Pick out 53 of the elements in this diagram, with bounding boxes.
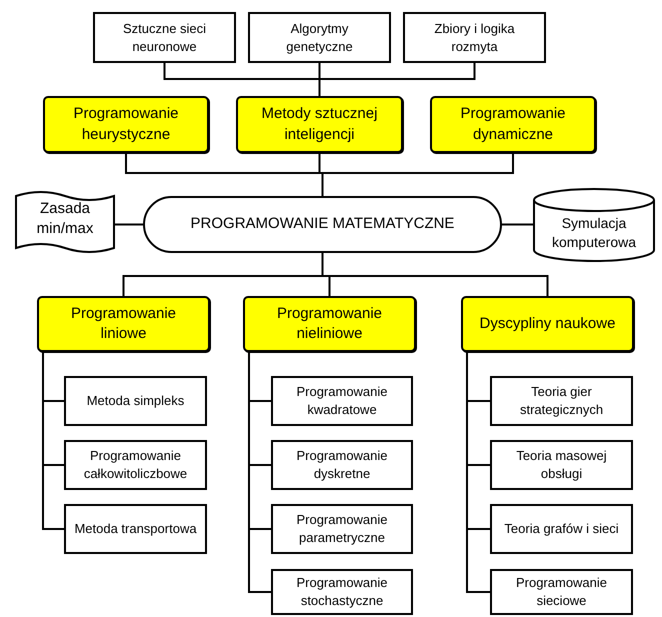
node-label: Symulacja komputerowa <box>550 214 638 252</box>
node-label: Teoria gier strategicznych <box>518 383 604 419</box>
node-label: Programowanie liniowe <box>70 304 178 344</box>
node-label: Programowanie stochastyczne <box>295 574 389 610</box>
category-box <box>430 96 596 153</box>
connector-line <box>322 253 548 296</box>
topic-box <box>64 440 207 490</box>
topic-box <box>490 569 633 615</box>
node-label: Programowanie parametryczne <box>295 511 389 547</box>
node-label: Programowanie sieciowe <box>514 574 608 610</box>
topic-box <box>271 569 413 615</box>
topic-box <box>490 504 633 554</box>
connector-line <box>318 63 476 96</box>
connector-line <box>42 352 64 530</box>
topic-box <box>248 12 391 63</box>
connector-line <box>466 352 490 593</box>
category-box <box>461 296 634 352</box>
topic-box <box>93 12 236 63</box>
cylinder-shape <box>533 188 655 262</box>
connector-line <box>248 352 271 593</box>
topic-box <box>490 440 633 490</box>
node-label: Dyscypliny naukowe <box>480 314 616 334</box>
node-label: Zbiory i logika rozmyta <box>433 20 516 56</box>
node-label: Zasada min/max <box>36 198 94 239</box>
topic-box <box>64 504 207 554</box>
node-label: Programowanie dynamiczne <box>459 104 567 144</box>
node-label: Algorytmy genetyczne <box>285 20 354 56</box>
node-label: Programowanie kwadratowe <box>295 383 389 419</box>
topic-box <box>271 376 413 426</box>
category-box <box>243 296 416 352</box>
node-label: Programowanie całkowitoliczbowe <box>82 447 188 483</box>
topic-box <box>64 376 207 426</box>
topic-box <box>403 12 546 63</box>
node-label: Sztuczne sieci neuronowe <box>122 20 208 56</box>
category-box <box>37 296 210 352</box>
category-box <box>236 96 403 153</box>
node-label: Metoda simpleks <box>86 392 184 410</box>
topic-box <box>490 376 633 426</box>
topic-box <box>271 440 413 490</box>
node-label: PROGRAMOWANIE MATEMATYCZNE <box>190 214 454 234</box>
node-label: Programowanie heurystyczne <box>72 104 180 144</box>
node-label: Teoria grafów i sieci <box>504 520 619 538</box>
connector-line <box>502 224 533 226</box>
document-shape <box>15 190 115 254</box>
node-label: Teoria masowej obsługi <box>515 447 608 483</box>
node-label: Metoda transportowa <box>74 520 197 538</box>
node-label: Programowanie dyskretne <box>295 447 389 483</box>
topic-box <box>271 504 413 554</box>
connector-line <box>115 224 143 226</box>
connector-line <box>322 153 514 196</box>
node-label: Metody sztucznej inteligencji <box>260 104 378 144</box>
category-box <box>43 96 209 153</box>
node-label: Programowanie nieliniowe <box>276 304 384 344</box>
